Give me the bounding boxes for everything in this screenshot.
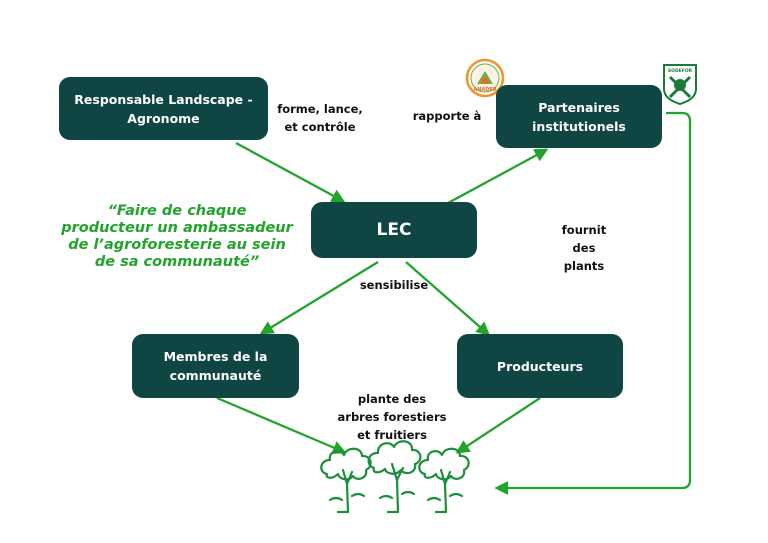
label-fournit-des-plants: fournit des plants <box>561 223 607 273</box>
quote-ambassadeur: “Faire de chaque producteur un ambassade… <box>61 203 293 270</box>
svg-text:ANADER: ANADER <box>473 87 496 93</box>
arrow-producteurs-to-trees <box>455 397 541 454</box>
node-lec: LEC <box>311 202 477 258</box>
label-forme-lance-controle: forme, lance, et contrôle <box>277 102 363 134</box>
label-sensibilise: sensibilise <box>359 278 429 292</box>
label-plante-des-arbres: plante des arbres forestiers et fruitier… <box>337 392 447 442</box>
node-producteurs: Producteurs <box>457 334 623 398</box>
anader-logo: ANADER <box>464 58 506 98</box>
arrow-lec-to-membres <box>259 261 379 335</box>
arrow-membres-to-trees <box>216 396 347 455</box>
label-rapporte-a: rapporte à <box>412 109 482 123</box>
sodefor-logo: SODEFOR <box>662 63 698 106</box>
node-membres-communaute: Membres de la communauté <box>132 334 299 398</box>
node-partenaires-institutionels: Partenaires institutionels <box>496 85 662 148</box>
trees-icon <box>320 440 470 514</box>
svg-text:SODEFOR: SODEFOR <box>668 68 693 74</box>
node-responsable-landscape: Responsable Landscape - Agronome <box>59 77 268 140</box>
arrow-partenaires-to-trees <box>494 111 692 495</box>
arrow-responsable-to-lec <box>235 141 346 203</box>
arrow-lec-to-producteurs <box>405 261 491 336</box>
arrow-lec-to-partenaires <box>447 148 549 205</box>
